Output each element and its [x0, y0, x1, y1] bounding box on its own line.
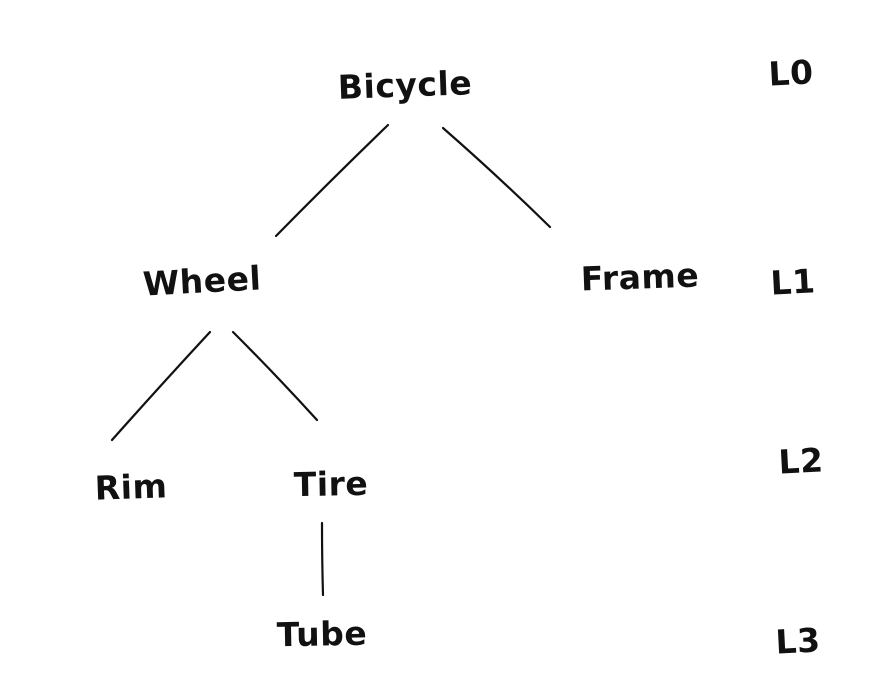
- edge-wheel-rim: [110, 330, 212, 442]
- node-tube: Tube: [276, 613, 368, 655]
- edge-wheel-tire: [231, 330, 319, 422]
- level-label-l3: L3: [774, 620, 822, 662]
- node-frame: Frame: [580, 255, 700, 299]
- edge-tire-tube: [320, 521, 325, 597]
- edge-bicycle-frame: [441, 126, 552, 229]
- node-tire: Tire: [293, 463, 369, 505]
- level-label-l2: L2: [777, 440, 825, 482]
- level-label-l1: L1: [769, 261, 817, 303]
- node-bicycle: Bicycle: [337, 63, 473, 107]
- level-label-l0: L0: [767, 52, 815, 94]
- edge-bicycle-wheel: [274, 123, 390, 238]
- node-rim: Rim: [94, 466, 168, 508]
- node-wheel: Wheel: [141, 258, 263, 304]
